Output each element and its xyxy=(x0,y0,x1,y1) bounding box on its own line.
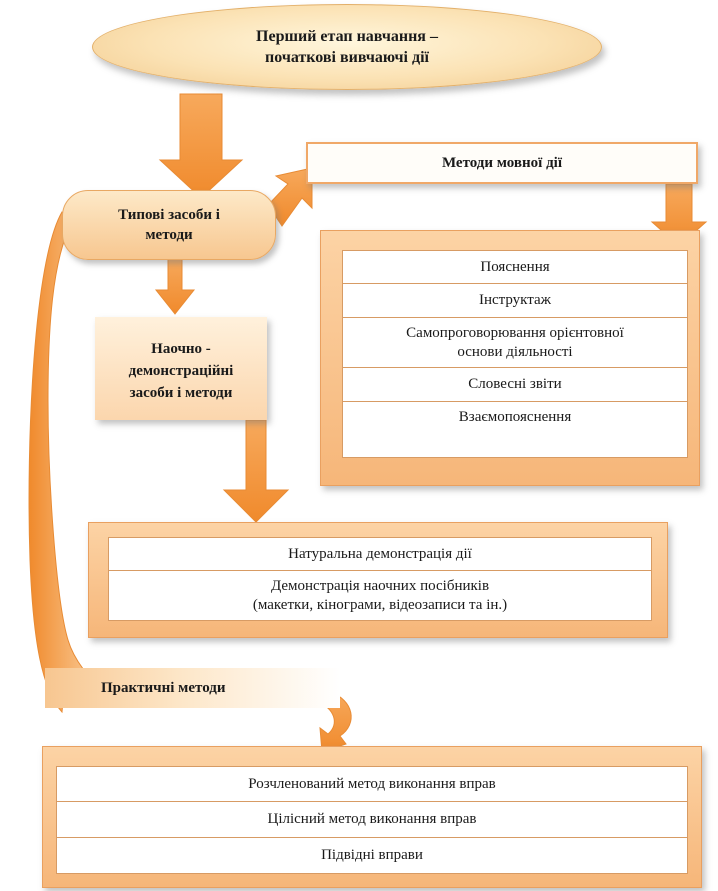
speech-item-self-talk: Самопроговорювання орієнтовної основи ді… xyxy=(342,318,688,368)
practical-list: Розчленований метод виконання вправ Цілі… xyxy=(56,766,688,874)
practical-item-holistic: Цілісний метод виконання вправ xyxy=(56,802,688,838)
demo-item-aids: Демонстрація наочних посібників (макетки… xyxy=(108,571,652,621)
practical-methods-banner: Практичні методи xyxy=(45,668,340,708)
arrow-header-to-typical xyxy=(158,93,244,199)
arrow-typical-to-visual xyxy=(154,257,196,315)
visual-line3: засоби і методи xyxy=(129,384,233,401)
demo-list: Натуральна демонстрація дії Демонстрація… xyxy=(108,537,652,621)
visual-line2: демонстраційні xyxy=(128,362,234,379)
speech-item-explanation: Пояснення xyxy=(342,250,688,284)
speech-methods-list: Пояснення Інструктаж Самопроговорювання … xyxy=(342,250,688,458)
speech-item-instruction: Інструктаж xyxy=(342,284,688,318)
typical-means-box: Типові засоби і методи xyxy=(62,190,276,260)
stage-header-ellipse: Перший етап навчання – початкові вивчаюч… xyxy=(92,4,602,90)
practical-methods-title: Практичні методи xyxy=(101,679,226,696)
arrow-visual-to-demo xyxy=(222,419,290,523)
demo-item-natural: Натуральна демонстрація дії xyxy=(108,537,652,571)
stage-header-line1: Перший етап навчання – xyxy=(256,28,438,45)
stage-header-line2: початкові вивчаючі дії xyxy=(265,49,429,66)
speech-item-verbal-reports: Словесні звіти xyxy=(342,368,688,402)
visual-demo-box: Наочно - демонстраційні засоби і методи xyxy=(95,317,267,420)
practical-item-lead-up: Підвідні вправи xyxy=(56,838,688,874)
typical-line1: Типові засоби і xyxy=(118,207,220,223)
arrow-typical-to-speech xyxy=(267,167,313,227)
typical-line2: методи xyxy=(145,227,193,243)
speech-methods-title: Методи мовної дії xyxy=(441,154,563,171)
visual-line1: Наочно - xyxy=(151,340,211,357)
speech-item-mutual-explanation: Взаємопояснення xyxy=(342,402,688,458)
practical-item-segmented: Розчленований метод виконання вправ xyxy=(56,766,688,802)
speech-methods-title-box: Методи мовної дії xyxy=(306,142,698,184)
